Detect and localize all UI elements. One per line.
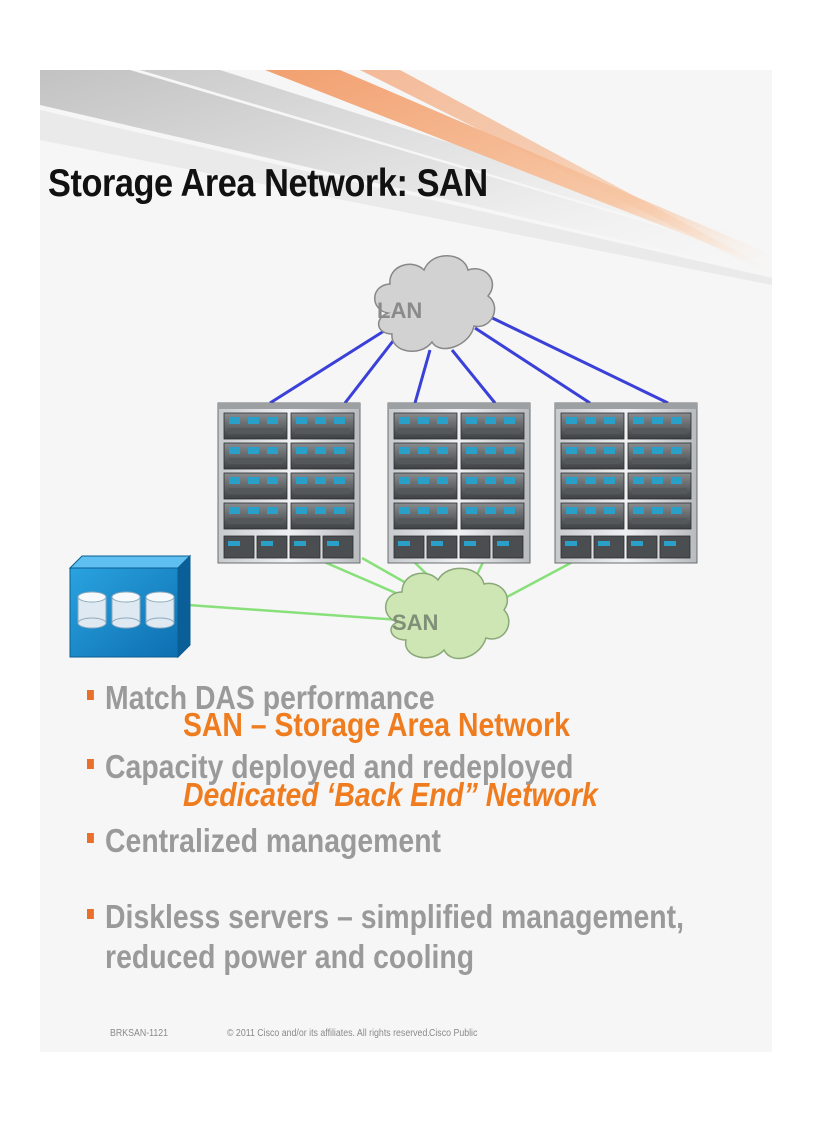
slide: Storage Area Network: SAN xyxy=(40,70,772,1052)
io-module xyxy=(459,535,491,559)
server-blade xyxy=(560,442,625,470)
lan-link xyxy=(269,322,396,405)
lan-link xyxy=(474,326,591,405)
lan-link xyxy=(479,310,669,405)
server-blade xyxy=(460,442,525,470)
blade-chassis xyxy=(554,402,698,564)
server-blade xyxy=(223,442,288,470)
io-module xyxy=(492,535,524,559)
san-cloud: SAN xyxy=(384,567,510,660)
bullet-item: Diskless servers – simplified management… xyxy=(87,897,684,937)
server-blade xyxy=(393,472,458,500)
io-module xyxy=(626,535,658,559)
overlay-heading: SAN – Storage Area Network xyxy=(183,706,570,743)
server-blade xyxy=(560,502,625,530)
server-blade xyxy=(627,412,692,440)
blade-chassis-group xyxy=(217,402,698,564)
bullet-item: Capacity deployed and redeployed xyxy=(87,747,684,787)
footer-classification: Cisco Public xyxy=(429,1028,478,1039)
server-blade xyxy=(560,472,625,500)
slide-title: Storage Area Network: SAN xyxy=(48,162,488,205)
server-blade xyxy=(290,502,355,530)
overlay-subheading: Dedicated ‘Back End” Network xyxy=(183,776,598,813)
swoosh-band xyxy=(40,110,772,285)
io-module xyxy=(256,535,288,559)
server-blade xyxy=(393,412,458,440)
san-links xyxy=(187,556,581,622)
server-blade xyxy=(460,412,525,440)
lan-label: LAN xyxy=(377,298,422,323)
swoosh-band xyxy=(360,70,772,270)
io-module xyxy=(560,535,592,559)
lan-link xyxy=(413,349,432,404)
io-module xyxy=(393,535,425,559)
server-blade xyxy=(290,472,355,500)
footer-copyright: © 2011 Cisco and/or its affiliates. All … xyxy=(227,1028,430,1039)
io-module xyxy=(289,535,321,559)
io-module xyxy=(223,535,255,559)
io-module xyxy=(593,535,625,559)
server-blade xyxy=(223,472,288,500)
storage-array xyxy=(68,554,192,659)
server-blade xyxy=(627,442,692,470)
server-blade xyxy=(627,472,692,500)
lan-link xyxy=(343,331,402,404)
io-module xyxy=(426,535,458,559)
server-blade xyxy=(393,502,458,530)
server-blade xyxy=(223,502,288,530)
bullet-item: Match DAS performance xyxy=(87,678,684,718)
blade-chassis xyxy=(217,402,361,564)
swoosh-band xyxy=(140,70,772,258)
server-blade xyxy=(290,442,355,470)
decorative-swoosh xyxy=(40,70,772,285)
server-blade xyxy=(460,472,525,500)
io-module xyxy=(322,535,354,559)
server-blade xyxy=(627,502,692,530)
lan-cloud: LAN xyxy=(374,255,496,352)
san-network-diagram: LAN SAN xyxy=(68,255,698,660)
swoosh-band xyxy=(40,70,772,275)
server-blade xyxy=(560,412,625,440)
lan-links xyxy=(269,310,669,405)
blade-chassis xyxy=(387,402,531,564)
bullet-item: Centralized management xyxy=(87,821,684,861)
bullet-list: Match DAS performance Capacity deployed … xyxy=(87,678,772,977)
server-blade xyxy=(290,412,355,440)
footer-session-id: BRKSAN-1121 xyxy=(110,1028,169,1039)
lan-link xyxy=(450,349,497,404)
server-blade xyxy=(393,442,458,470)
bullet-item-continuation: reduced power and cooling xyxy=(105,938,475,975)
disk-icon xyxy=(77,591,175,629)
io-module xyxy=(659,535,691,559)
san-link xyxy=(187,603,401,622)
server-blade xyxy=(460,502,525,530)
san-label: SAN xyxy=(392,610,438,635)
server-blade xyxy=(223,412,288,440)
